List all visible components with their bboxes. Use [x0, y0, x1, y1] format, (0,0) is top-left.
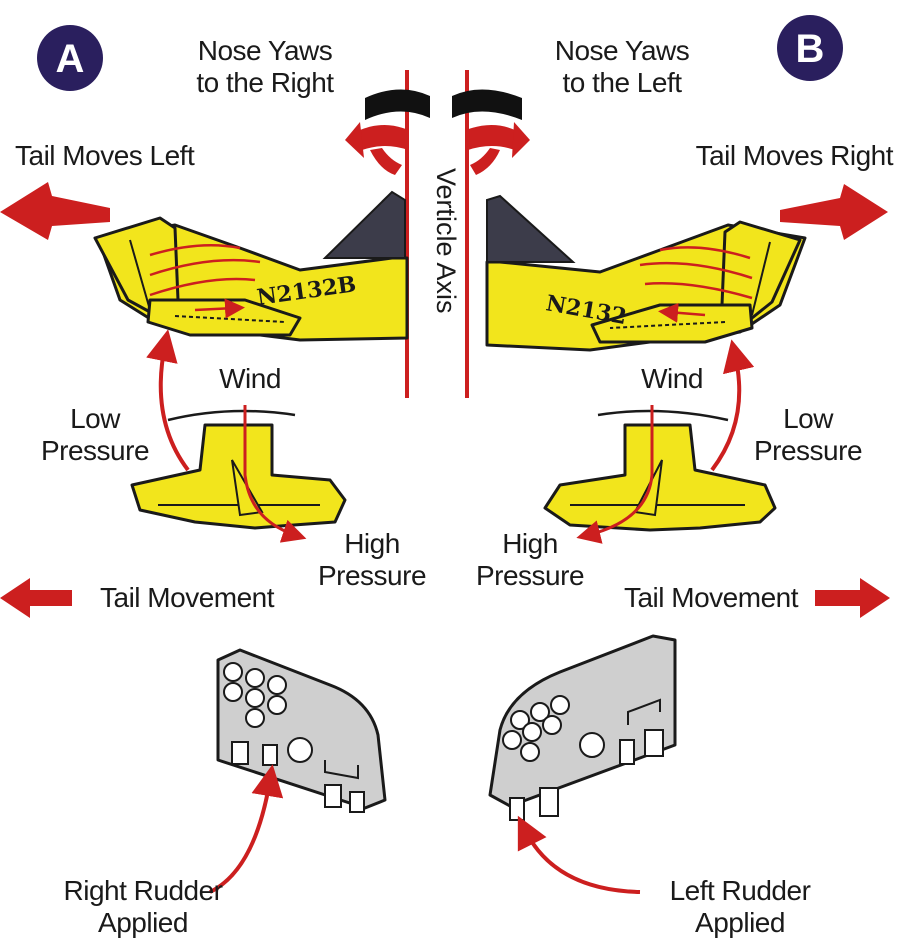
badge-a: A: [37, 25, 103, 91]
yaw-label-b-line1: Nose Yaws: [555, 35, 690, 66]
airplane-tail-a: [93, 190, 409, 342]
yaw-label-a-line1: Nose Yaws: [198, 35, 333, 66]
vertical-axis-label: Verticle Axis: [431, 168, 461, 314]
curved-arrow-icon: [209, 764, 284, 894]
tail-movement-label-b: Tail Movement: [624, 582, 799, 613]
high-pressure-label-a-line1: High: [344, 528, 400, 559]
tail-moves-label-a: Tail Moves Left: [15, 140, 195, 171]
high-pressure-label-b-line2: Pressure: [476, 560, 584, 591]
instrument-panel-b: [488, 634, 677, 821]
low-pressure-label-b-line2: Pressure: [754, 435, 862, 466]
tail-top-view-b: [543, 405, 777, 544]
high-pressure-label-a-line2: Pressure: [318, 560, 426, 591]
high-pressure-label-b-line1: High: [502, 528, 558, 559]
arrow-right-icon: [815, 578, 890, 618]
rudder-label-a-line1: Right Rudder: [64, 875, 223, 906]
wind-label-b: Wind: [641, 363, 703, 394]
arrow-left-icon: [0, 182, 110, 240]
rudder-label-b-line2: Applied: [695, 907, 785, 938]
airplane-tail-b: [485, 194, 807, 352]
curved-arrow-icon: [710, 339, 755, 472]
curved-arrow-icon: [146, 329, 190, 472]
badge-b-letter: B: [796, 27, 825, 71]
rudder-label-a-line2: Applied: [98, 907, 188, 938]
curved-arrow-icon: [517, 815, 641, 894]
instrument-panel-a: [216, 648, 387, 813]
tail-top-view-a: [130, 405, 347, 543]
wind-label-a: Wind: [219, 363, 281, 394]
arrow-right-icon: [780, 184, 888, 240]
arrow-left-icon: [0, 578, 72, 618]
yaw-rotation-icon: [452, 89, 530, 175]
badge-a-letter: A: [56, 37, 85, 81]
low-pressure-label-b-line1: Low: [783, 403, 834, 434]
tail-moves-label-b: Tail Moves Right: [696, 140, 894, 171]
yaw-label-a-line2: to the Right: [196, 67, 334, 98]
yaw-label-b-line2: to the Left: [562, 67, 682, 98]
low-pressure-label-a-line1: Low: [70, 403, 121, 434]
yaw-rotation-icon: [345, 89, 430, 175]
low-pressure-label-a-line2: Pressure: [41, 435, 149, 466]
rudder-label-b-line1: Left Rudder: [670, 875, 811, 906]
tail-movement-label-a: Tail Movement: [100, 582, 275, 613]
badge-b: B: [777, 15, 843, 81]
